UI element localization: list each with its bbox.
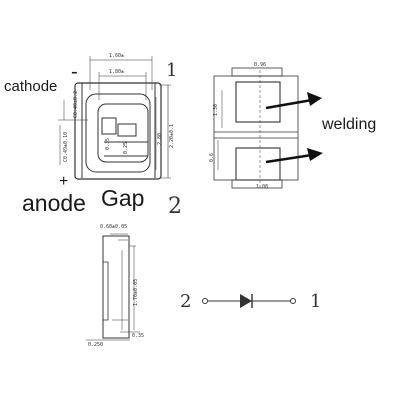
dim-left-a: C0.40±0.2	[73, 90, 79, 118]
dim-side-height: 1.70±0.05	[133, 278, 139, 306]
welding-label: welding	[322, 116, 377, 133]
dim-pad-height-a: 1.30	[213, 103, 219, 116]
anode-label: anode	[22, 190, 86, 216]
dim-pad-height-b: 0.6	[209, 152, 215, 162]
dim-inner-width: 1.80±	[109, 69, 125, 75]
gap-label: Gap	[101, 185, 145, 211]
dim-height-outer: 2.20±0.1	[169, 123, 175, 148]
top-view-package	[58, 56, 171, 180]
pad-view	[213, 67, 299, 190]
dim-pad-bottom: 1.08	[256, 184, 269, 190]
pin-1-symbol-label: 1	[310, 291, 322, 312]
diode-triangle	[240, 294, 252, 308]
dim-side-bottom: 0.250	[88, 342, 104, 348]
anode-sign: +	[59, 173, 69, 190]
dim-pad-width: 0.96	[254, 62, 267, 68]
side-view	[86, 233, 140, 341]
pin-2-top-label: 2	[168, 194, 182, 219]
cathode-label: cathode	[4, 78, 58, 95]
dim-left-b: C0.49±0.10	[63, 131, 69, 162]
dim-side-small: 0.35	[132, 333, 145, 339]
welding-arrows	[265, 98, 313, 164]
dim-side-top: 0.60±0.05	[100, 224, 128, 230]
pin-1-top-label: 1	[166, 60, 178, 81]
dim-top-width: 1.60±	[109, 53, 125, 59]
dim-height-inner: 2.80	[157, 132, 163, 145]
cathode-sign: -	[71, 61, 78, 83]
dim-small-a: 0.25	[123, 141, 129, 154]
pin-2-symbol-label: 2	[180, 291, 192, 312]
dim-small-b: 0.35	[105, 137, 111, 150]
